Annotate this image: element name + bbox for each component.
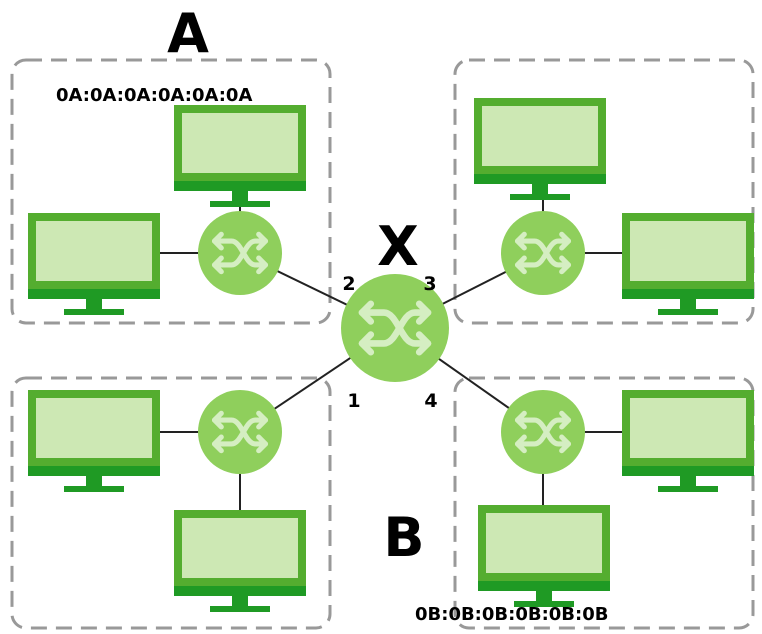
port-1-label: 1 bbox=[347, 390, 360, 412]
monitor-icon bbox=[28, 213, 160, 315]
mac-a-label: 0A:0A:0A:0A:0A:0A bbox=[56, 85, 252, 106]
group-bottom-left-box bbox=[10, 376, 332, 630]
switch-icon bbox=[501, 211, 585, 295]
switch-icon bbox=[198, 211, 282, 295]
monitor-icon bbox=[622, 390, 754, 492]
group-b-label: B bbox=[383, 506, 424, 569]
switch-icon bbox=[501, 390, 585, 474]
switch-x-icon bbox=[341, 274, 449, 382]
group-a-label: A bbox=[167, 2, 209, 65]
group-a-box bbox=[10, 58, 332, 325]
monitor-icon bbox=[174, 510, 306, 612]
mac-b-label: 0B:0B:0B:0B:0B:0B bbox=[415, 604, 608, 625]
port-3-label: 3 bbox=[423, 273, 436, 295]
monitor-icon bbox=[28, 390, 160, 492]
switch-x-label: X bbox=[377, 215, 419, 278]
port-4-label: 4 bbox=[424, 390, 437, 412]
switch-icon bbox=[198, 390, 282, 474]
monitor-icon bbox=[174, 105, 306, 207]
monitor-icon bbox=[478, 505, 610, 607]
monitor-icon bbox=[622, 213, 754, 315]
group-b-box bbox=[453, 376, 755, 630]
monitor-icon bbox=[474, 98, 606, 200]
group-top-right-box bbox=[453, 58, 755, 325]
port-2-label: 2 bbox=[342, 273, 355, 295]
